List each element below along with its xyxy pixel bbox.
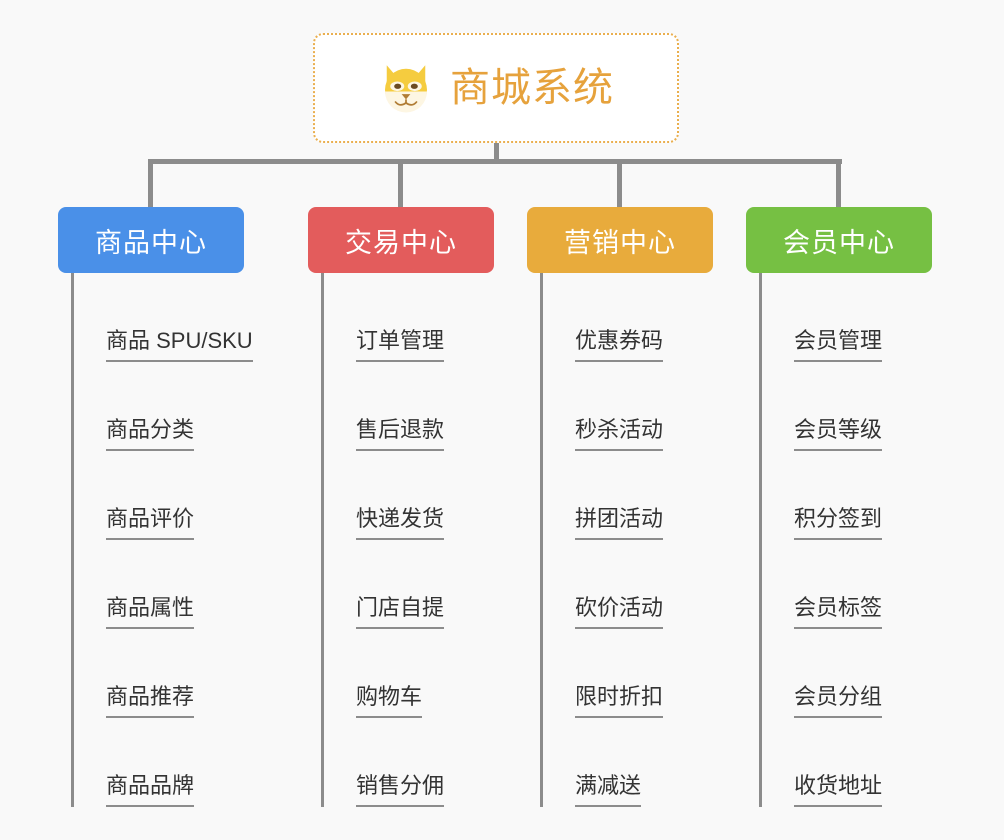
list-item-2-6[interactable]: 销售分佣 bbox=[324, 718, 521, 807]
list-item-1-4[interactable]: 商品属性 bbox=[74, 540, 271, 629]
list-item-label: 商品评价 bbox=[106, 508, 195, 540]
list-item-label: 限时折扣 bbox=[575, 686, 664, 718]
list-item-1-5[interactable]: 商品推荐 bbox=[74, 629, 271, 718]
root-connector-stem bbox=[494, 143, 499, 163]
list-item-3-6[interactable]: 满减送 bbox=[543, 718, 740, 807]
list-item-label: 销售分佣 bbox=[356, 775, 445, 807]
column-leaf-list-3: 优惠券码 秒杀活动 拼团活动 砍价活动 限时折扣 满减送 bbox=[540, 273, 740, 807]
column-drop-connector-1 bbox=[148, 159, 153, 208]
list-item-label: 商品 SPU/SKU bbox=[106, 330, 253, 362]
list-item-3-1[interactable]: 优惠券码 bbox=[543, 273, 740, 362]
column-title: 会员中心 bbox=[783, 227, 895, 258]
list-item-label: 购物车 bbox=[356, 686, 423, 718]
column-leaf-list-4: 会员管理 会员等级 积分签到 会员标签 会员分组 收货地址 bbox=[759, 273, 959, 807]
list-item-1-3[interactable]: 商品评价 bbox=[74, 451, 271, 540]
column-header-4[interactable]: 会员中心 bbox=[746, 207, 932, 273]
list-item-label: 售后退款 bbox=[356, 419, 445, 451]
list-item-2-4[interactable]: 门店自提 bbox=[324, 540, 521, 629]
list-item-label: 会员管理 bbox=[794, 330, 883, 362]
list-item-label: 满减送 bbox=[575, 775, 642, 807]
root-title: 商城系统 bbox=[450, 66, 614, 110]
list-item-1-1[interactable]: 商品 SPU/SKU bbox=[74, 273, 271, 362]
column-drop-connector-4 bbox=[836, 159, 841, 208]
list-item-label: 商品分类 bbox=[106, 419, 195, 451]
list-item-4-2[interactable]: 会员等级 bbox=[762, 362, 959, 451]
column-leaf-list-2: 订单管理 售后退款 快递发货 门店自提 购物车 销售分佣 bbox=[321, 273, 521, 807]
list-item-3-2[interactable]: 秒杀活动 bbox=[543, 362, 740, 451]
list-item-2-3[interactable]: 快递发货 bbox=[324, 451, 521, 540]
list-item-4-6[interactable]: 收货地址 bbox=[762, 718, 959, 807]
list-item-4-1[interactable]: 会员管理 bbox=[762, 273, 959, 362]
list-item-label: 积分签到 bbox=[794, 508, 883, 540]
list-item-label: 拼团活动 bbox=[575, 508, 664, 540]
column-header-1[interactable]: 商品中心 bbox=[58, 207, 244, 273]
list-item-label: 会员等级 bbox=[794, 419, 883, 451]
connector-bus bbox=[150, 159, 842, 164]
column-header-3[interactable]: 营销中心 bbox=[527, 207, 713, 273]
list-item-4-5[interactable]: 会员分组 bbox=[762, 629, 959, 718]
list-item-2-2[interactable]: 售后退款 bbox=[324, 362, 521, 451]
list-item-label: 会员分组 bbox=[794, 686, 883, 718]
shiba-dog-icon bbox=[385, 65, 427, 113]
list-item-label: 订单管理 bbox=[356, 330, 445, 362]
list-item-3-3[interactable]: 拼团活动 bbox=[543, 451, 740, 540]
list-item-label: 快递发货 bbox=[356, 508, 445, 540]
root-node[interactable]: 商城系统 bbox=[313, 33, 679, 143]
column-drop-connector-2 bbox=[398, 159, 403, 208]
list-item-3-5[interactable]: 限时折扣 bbox=[543, 629, 740, 718]
list-item-label: 收货地址 bbox=[794, 775, 883, 807]
list-item-label: 商品推荐 bbox=[106, 686, 195, 718]
column-header-2[interactable]: 交易中心 bbox=[308, 207, 494, 273]
list-item-label: 优惠券码 bbox=[575, 330, 664, 362]
list-item-4-4[interactable]: 会员标签 bbox=[762, 540, 959, 629]
list-item-1-2[interactable]: 商品分类 bbox=[74, 362, 271, 451]
list-item-1-6[interactable]: 商品品牌 bbox=[74, 718, 271, 807]
column-title: 商品中心 bbox=[95, 227, 207, 258]
list-item-2-5[interactable]: 购物车 bbox=[324, 629, 521, 718]
list-item-label: 门店自提 bbox=[356, 597, 445, 629]
column-title: 交易中心 bbox=[345, 227, 457, 258]
list-item-label: 商品属性 bbox=[106, 597, 195, 629]
column-leaf-list-1: 商品 SPU/SKU 商品分类 商品评价 商品属性 商品推荐 商品品牌 bbox=[71, 273, 271, 807]
list-item-label: 砍价活动 bbox=[575, 597, 664, 629]
column-drop-connector-3 bbox=[617, 159, 622, 208]
list-item-4-3[interactable]: 积分签到 bbox=[762, 451, 959, 540]
list-item-label: 会员标签 bbox=[794, 597, 883, 629]
list-item-2-1[interactable]: 订单管理 bbox=[324, 273, 521, 362]
column-title: 营销中心 bbox=[564, 227, 676, 258]
list-item-label: 秒杀活动 bbox=[575, 419, 664, 451]
list-item-3-4[interactable]: 砍价活动 bbox=[543, 540, 740, 629]
list-item-label: 商品品牌 bbox=[106, 775, 195, 807]
